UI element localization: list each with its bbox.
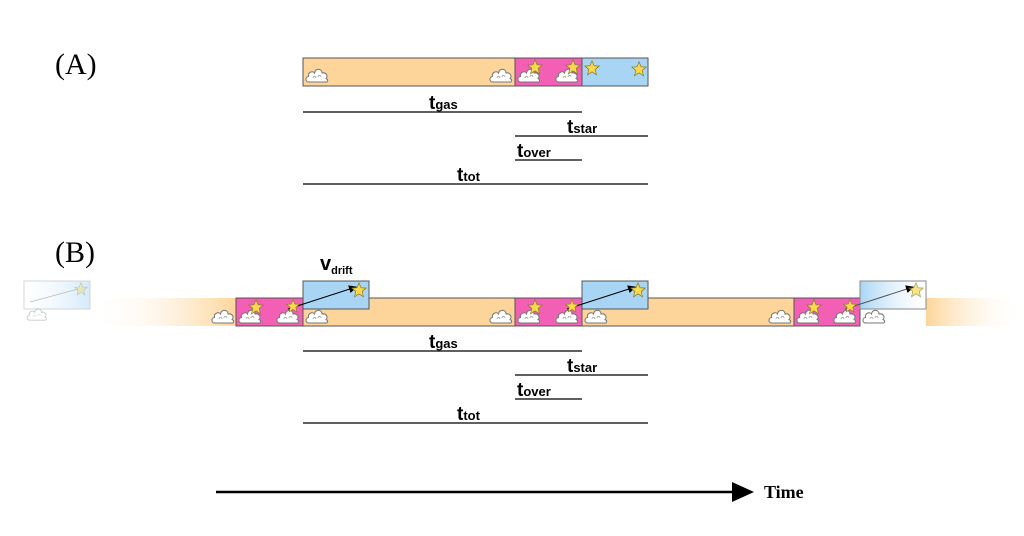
cloud-icon <box>862 309 886 324</box>
t-gas-label: tgas <box>429 332 458 353</box>
v-drift-label: vdrift <box>320 253 353 277</box>
time-arrow-head <box>732 482 754 502</box>
t-star-label: tstar <box>567 356 597 377</box>
star-phase-box <box>581 280 649 310</box>
drift-arrow <box>566 285 636 310</box>
t-over-label: tover <box>517 141 551 162</box>
panel-b-bar <box>23 280 1024 327</box>
gas-phase-fade-right <box>926 298 1024 326</box>
faded-cloud-icon <box>26 308 47 321</box>
panel-b-timescales: tgas tstar tover ttot <box>303 332 648 425</box>
t-tot-label: ttot <box>457 165 481 186</box>
panel-a-timescales: tgas tstar tover ttot <box>303 93 648 186</box>
panel-a-label: (A) <box>55 48 97 81</box>
t-star-label: tstar <box>567 117 597 138</box>
time-label: Time <box>764 482 804 502</box>
t-gas-label: tgas <box>429 93 458 114</box>
time-axis <box>216 482 754 502</box>
panel-a-bar <box>302 57 649 87</box>
drift-arrow <box>844 285 914 310</box>
t-over-label: tover <box>517 380 551 401</box>
drift-arrow <box>287 285 357 310</box>
gas-phase-bar <box>302 57 516 87</box>
t-tot-label: ttot <box>457 404 481 425</box>
panel-b-label: (B) <box>55 236 95 269</box>
